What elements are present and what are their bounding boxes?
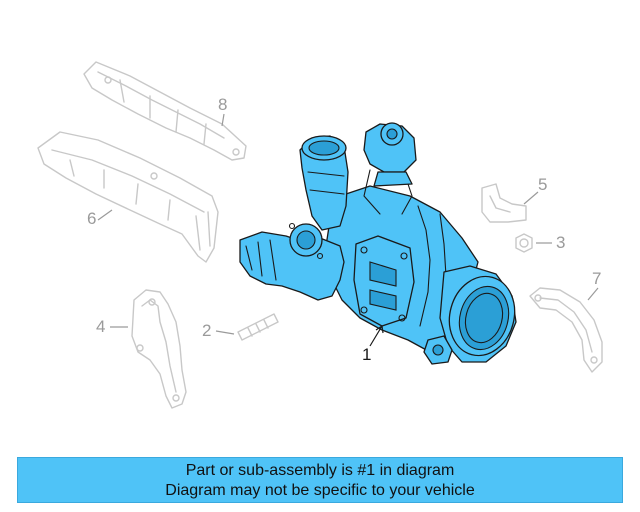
part-4-bracket[interactable]: [131, 289, 187, 409]
part-2-stud[interactable]: [237, 313, 279, 341]
part-5-bracket[interactable]: [481, 183, 527, 223]
leader-7: [587, 287, 599, 301]
banner-line-1: Part or sub-assembly is #1 in diagram: [185, 462, 455, 479]
leader-6: [97, 209, 113, 221]
parts-diagram: 8 6 4 2 5 3: [37, 61, 603, 409]
part-3-nut[interactable]: [515, 233, 533, 253]
part-1-turbocharger[interactable]: [239, 122, 523, 365]
callout-4: 4: [96, 317, 105, 336]
leader-2: [215, 330, 235, 335]
leader-8: [221, 113, 225, 127]
part-6-heat-shield[interactable]: [37, 131, 219, 263]
info-banner: Part or sub-assembly is #1 in diagram Di…: [17, 457, 623, 503]
part-8-heat-shield[interactable]: [83, 61, 247, 161]
callout-7: 7: [592, 269, 601, 288]
callout-1: 1: [362, 345, 371, 364]
leader-5: [523, 191, 539, 205]
callout-5: 5: [538, 175, 547, 194]
leader-1: [369, 325, 384, 347]
callout-3: 3: [556, 233, 565, 252]
callout-8: 8: [218, 95, 227, 114]
callout-2: 2: [202, 321, 211, 340]
callout-6: 6: [87, 209, 96, 228]
part-7-bracket[interactable]: [529, 287, 603, 373]
banner-line-2: Diagram may not be specific to your vehi…: [165, 482, 475, 499]
